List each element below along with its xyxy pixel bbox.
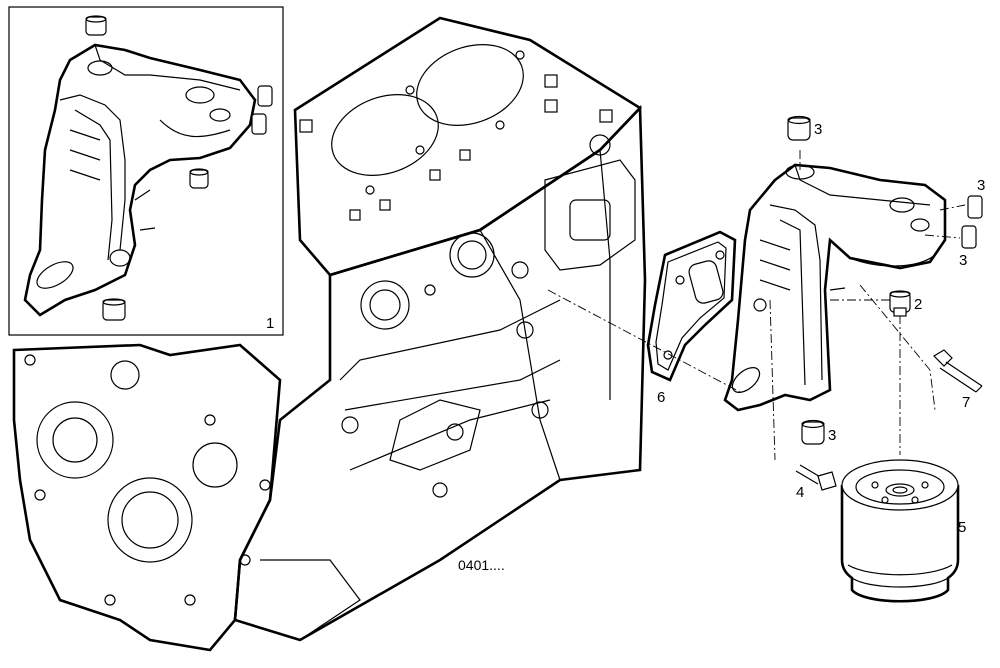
callout-plug-lower: 3	[828, 427, 836, 444]
callout-bolt-7: 7	[962, 394, 970, 411]
gasket: 6	[646, 230, 737, 406]
inset-plug-right-a	[257, 85, 273, 107]
assembly-centerlines	[547, 150, 966, 461]
bolt-7: 7	[933, 349, 983, 411]
oil-filter: 5	[840, 459, 966, 603]
inset-plug-top	[85, 15, 107, 36]
callout-plug-upper: 3	[814, 121, 822, 138]
filter-bracket	[723, 163, 947, 412]
callout-inset-assembly: 1	[266, 315, 274, 332]
callout-plug-right-top: 3	[977, 177, 985, 194]
inset-plug-bottom	[102, 298, 126, 321]
callout-filter-5: 5	[958, 519, 966, 536]
plug-upper: 3	[787, 115, 822, 141]
callout-bolt-4: 4	[796, 484, 804, 501]
inset-assembly-box: 1	[8, 6, 284, 336]
plug-right-bottom: 3	[959, 225, 977, 269]
callout-plug-2: 2	[914, 296, 922, 313]
inset-plug-mid	[189, 168, 209, 189]
engine-block	[12, 16, 647, 652]
inset-filter-bracket	[23, 43, 257, 317]
inset-plug-right-b	[251, 113, 267, 135]
callout-gasket: 6	[657, 389, 665, 406]
reference-code: 0401....	[458, 557, 505, 573]
plug-2: 2	[889, 290, 922, 317]
plug-lower: 3	[801, 419, 836, 445]
bolt-4: 4	[795, 464, 837, 501]
plug-right-top: 3	[967, 177, 985, 219]
callout-plug-right-bottom: 3	[959, 252, 967, 269]
